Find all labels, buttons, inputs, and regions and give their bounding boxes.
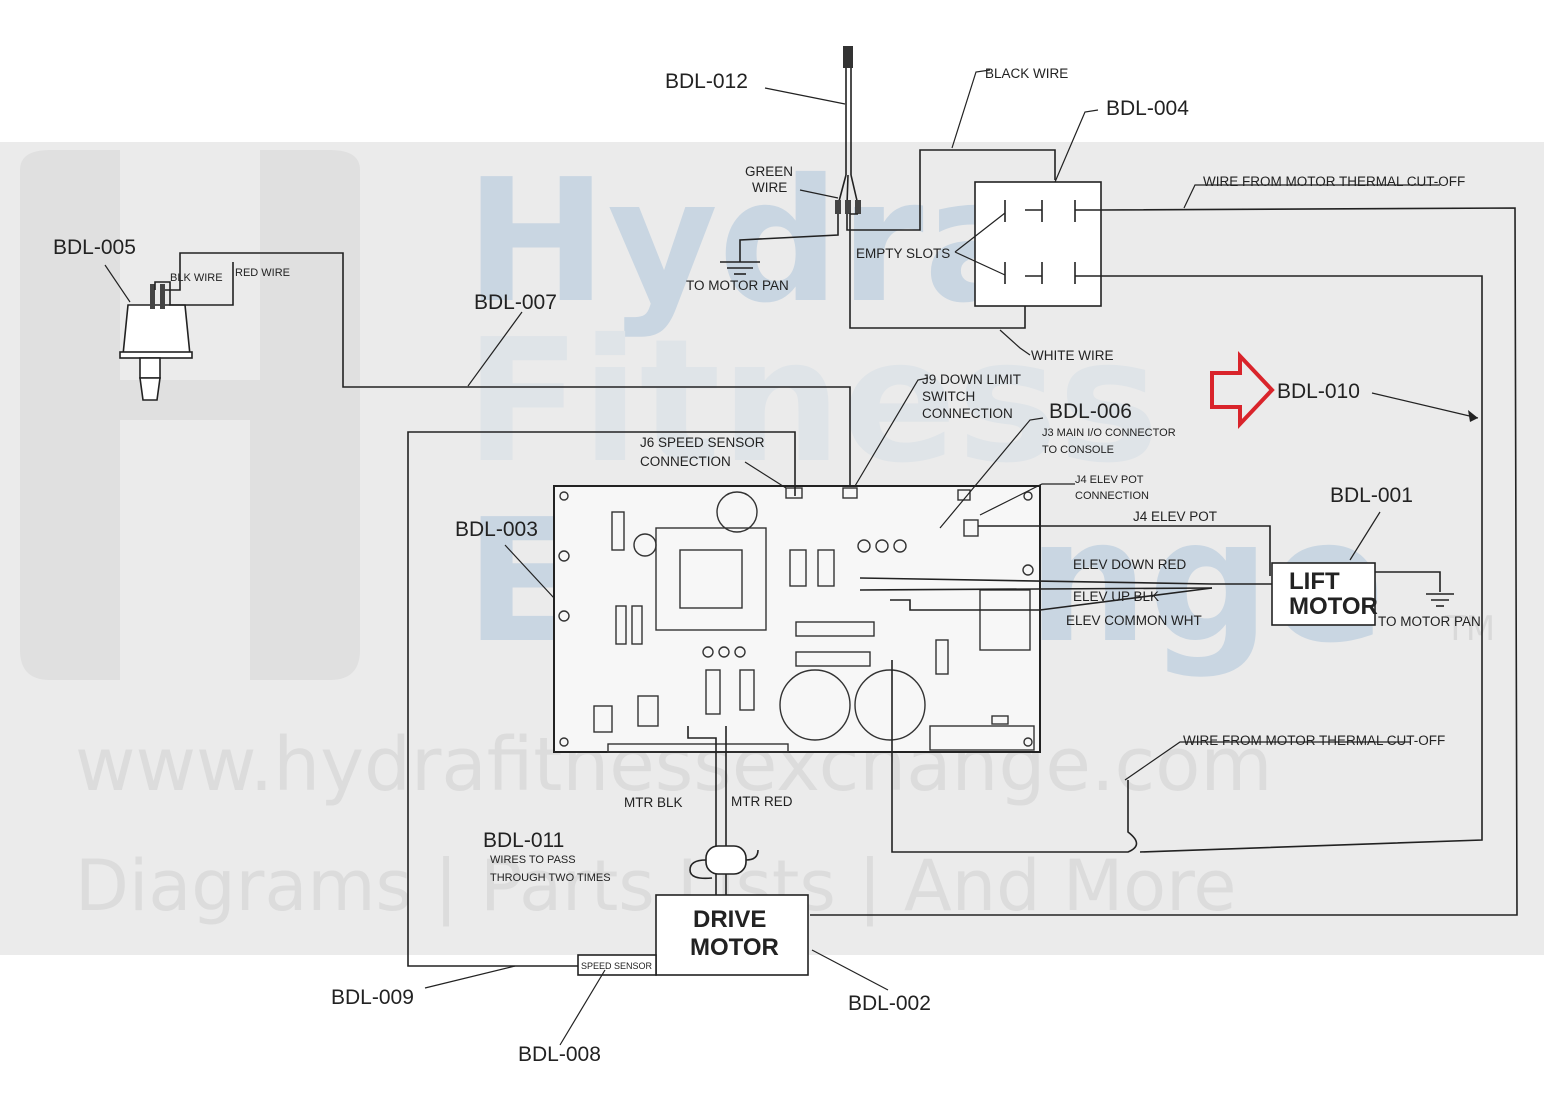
board-components	[558, 487, 1035, 753]
leader-lines	[104, 69, 1479, 1046]
ground-symbol-right	[1426, 593, 1454, 607]
lift-motor	[1271, 562, 1376, 626]
speed-sensor-wire	[407, 431, 796, 967]
thermal-wire-bottom	[891, 660, 1138, 853]
label-to-motor-pan-top: TO MOTOR PAN	[686, 278, 789, 293]
label-mtr-red: MTR RED	[731, 794, 793, 809]
label-bdl-001: BDL-001	[1330, 484, 1413, 507]
label-blk-wire: BLK WIRE	[170, 272, 223, 284]
label-wires-pass-2: THROUGH TWO TIMES	[490, 872, 611, 884]
green-wire	[739, 214, 839, 262]
switch-terminals	[1004, 200, 1101, 284]
watermark-trademark: TM	[1444, 609, 1495, 649]
label-bdl-006: BDL-006	[1049, 400, 1132, 423]
circuit-breaker-switch	[974, 181, 1102, 307]
speed-sensor	[577, 954, 657, 976]
label-bdl-003: BDL-003	[455, 518, 538, 541]
watermark-brand-line1: Hydra	[465, 143, 1038, 341]
elev-down-red-wire	[859, 577, 1272, 585]
ground-symbol-top	[720, 261, 760, 275]
down-limit-switch	[119, 284, 193, 401]
label-j4-line1: J4 ELEV POT	[1075, 474, 1144, 486]
label-bdl-010: BDL-010	[1277, 380, 1360, 403]
label-bdl-009: BDL-009	[331, 986, 414, 1009]
label-j3-line2: TO CONSOLE	[1042, 444, 1114, 456]
label-white-wire: WHITE WIRE	[1031, 348, 1114, 363]
lift-motor-ground-wire	[1375, 571, 1441, 592]
black-wire	[846, 149, 1056, 231]
label-drive-motor-2: MOTOR	[690, 934, 779, 961]
elev-common-wht-wire	[890, 587, 1213, 611]
drive-motor	[655, 894, 809, 976]
label-empty-slots: EMPTY SLOTS	[856, 246, 950, 261]
white-wire	[849, 213, 1026, 329]
label-elev-up-blk: ELEV UP BLK	[1073, 589, 1159, 604]
label-j9-line3: CONNECTION	[922, 406, 1013, 421]
label-bdl-007: BDL-007	[474, 291, 557, 314]
label-bdl-008: BDL-008	[518, 1043, 601, 1066]
label-j4-elev-pot: J4 ELEV POT	[1133, 509, 1217, 524]
label-j4-line2: CONNECTION	[1075, 490, 1149, 502]
power-cord-connector	[835, 46, 861, 214]
label-red-wire: RED WIRE	[235, 267, 290, 279]
label-bdl-011: BDL-011	[483, 829, 564, 852]
empty-slots-pointer	[954, 212, 1006, 276]
label-j6-line2: CONNECTION	[640, 454, 731, 469]
label-j9-line1: J9 DOWN LIMIT	[922, 372, 1021, 387]
label-green-wire-1: GREEN	[745, 164, 793, 179]
label-black-wire: BLACK WIRE	[985, 66, 1068, 81]
j4-elev-pot-wire	[978, 525, 1271, 576]
label-bdl-012: BDL-012	[665, 70, 748, 93]
label-thermal-bottom: WIRE FROM MOTOR THERMAL CUT-OFF	[1183, 733, 1445, 748]
label-j3-line1: J3 MAIN I/O CONNECTOR	[1042, 427, 1176, 439]
label-wires-pass-1: WIRES TO PASS	[490, 854, 576, 866]
label-elev-down-red: ELEV DOWN RED	[1073, 557, 1187, 572]
label-elev-common-wht: ELEV COMMON WHT	[1066, 613, 1202, 628]
label-bdl-005: BDL-005	[53, 236, 136, 259]
label-mtr-blk: MTR BLK	[624, 795, 683, 810]
ferrite-core	[689, 845, 759, 880]
watermark-brand-line2: Fitness	[465, 303, 1159, 501]
label-lift-motor-2: MOTOR	[1289, 593, 1378, 620]
watermark-logo	[20, 150, 360, 680]
label-bdl-002: BDL-002	[848, 992, 931, 1015]
controller-board	[553, 485, 1041, 753]
limit-switch-wires	[154, 252, 851, 494]
elev-up-blk-wire	[859, 587, 1213, 591]
label-drive-motor-1: DRIVE	[693, 906, 766, 933]
label-speed-sensor: SPEED SENSOR	[581, 961, 653, 971]
label-thermal-top: WIRE FROM MOTOR THERMAL CUT-OFF	[1203, 174, 1465, 189]
label-bdl-004: BDL-004	[1106, 97, 1189, 120]
label-j9-line2: SWITCH	[922, 389, 975, 404]
thermal-wire-top	[810, 207, 1518, 916]
label-j6-line1: J6 SPEED SENSOR	[640, 435, 765, 450]
red-callout-arrow-icon	[1210, 350, 1275, 430]
label-to-motor-pan-right: TO MOTOR PAN	[1378, 614, 1481, 629]
bdl-010-wire	[1101, 275, 1483, 853]
label-green-wire-2: WIRE	[752, 180, 787, 195]
bdl-010-arrowhead	[1468, 410, 1478, 422]
label-lift-motor-1: LIFT	[1289, 568, 1340, 595]
